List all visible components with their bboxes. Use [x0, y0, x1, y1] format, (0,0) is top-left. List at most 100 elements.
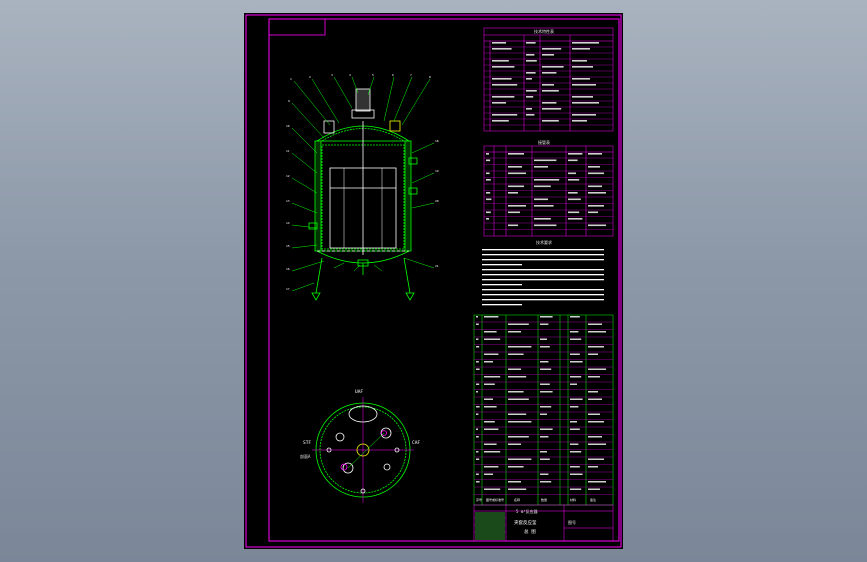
table-cell-scribble [486, 192, 491, 194]
specs-table-fill [492, 42, 599, 122]
table-cell-scribble [486, 179, 491, 181]
table-cell-scribble [508, 192, 518, 194]
view-label-uaf: UAF [355, 389, 363, 395]
svg-text:18: 18 [435, 139, 439, 143]
table-cell-scribble [476, 428, 478, 430]
table-cell-scribble [540, 361, 549, 363]
table-cell-scribble [588, 436, 602, 438]
table-cell-scribble [492, 84, 518, 86]
svg-text:8: 8 [429, 75, 431, 79]
table-cell-scribble [568, 198, 581, 201]
table-cell-scribble [476, 458, 480, 460]
table-cell-scribble [508, 398, 529, 400]
parts-header-no: 序号 [476, 497, 482, 502]
view-label-stf: STF [303, 440, 311, 446]
note-line [482, 259, 604, 261]
table-cell-scribble [572, 114, 596, 116]
outer-frame [245, 14, 622, 548]
svg-text:11: 11 [286, 149, 290, 153]
table-cell-scribble [542, 66, 564, 68]
svg-text:20: 20 [435, 199, 439, 203]
table-cell-scribble [588, 398, 602, 400]
table-cell-scribble [486, 172, 490, 175]
table-cell-scribble [492, 78, 512, 80]
note-line [482, 264, 522, 266]
table-cell-scribble [588, 153, 602, 155]
table-cell-scribble [570, 361, 583, 363]
table-cell-scribble [572, 60, 587, 62]
table-cell-scribble [588, 224, 606, 227]
table-cell-scribble [508, 205, 526, 207]
table-cell-scribble [588, 166, 600, 168]
table-cell-scribble [540, 473, 549, 475]
table-cell-scribble [476, 316, 478, 318]
table-cell-scribble [588, 443, 606, 445]
table-cell-scribble [588, 205, 604, 207]
table-cell-scribble [486, 153, 489, 155]
svg-text:13: 13 [286, 199, 290, 203]
specs-table-rows [484, 46, 613, 126]
table-cell-scribble [526, 42, 536, 44]
table-cell-scribble [492, 96, 515, 98]
table-cell-scribble [526, 72, 536, 74]
table-cell-scribble [540, 481, 552, 483]
table-cell-scribble [476, 368, 480, 370]
table-cell-scribble [492, 66, 515, 68]
table-cell-scribble [508, 466, 524, 468]
table-cell-scribble [484, 443, 497, 445]
table-cell-scribble [572, 102, 599, 104]
table-cell-scribble [476, 323, 479, 325]
table-cell-scribble [508, 185, 524, 188]
corner-stamp [268, 18, 326, 36]
title-line3: 总 图 [524, 528, 536, 535]
table-cell-scribble [508, 376, 527, 378]
table-cell-scribble [526, 90, 537, 92]
table-cell-scribble [508, 421, 532, 423]
note-line [482, 294, 604, 296]
table-cell-scribble [484, 376, 501, 378]
svg-text:9: 9 [288, 99, 290, 103]
svg-text:1: 1 [290, 77, 292, 81]
table-cell-scribble [588, 376, 600, 378]
table-cell-scribble [540, 406, 552, 408]
table-cell-scribble [492, 48, 512, 50]
note-line [482, 254, 604, 256]
svg-text:16: 16 [286, 267, 290, 271]
table-cell-scribble [486, 159, 491, 162]
table-cell-scribble [542, 120, 559, 122]
table-cell-scribble [484, 331, 497, 333]
table-cell-scribble [588, 391, 598, 393]
table-cell-scribble [486, 218, 489, 220]
table-cell-scribble [534, 198, 548, 201]
table-cell-scribble [540, 316, 553, 318]
table-cell-scribble [588, 346, 604, 348]
table-cell-scribble [534, 185, 551, 188]
table-cell-scribble [508, 153, 524, 155]
table-cell-scribble [588, 323, 602, 325]
table-cell-scribble [508, 346, 532, 348]
table-cell-scribble [542, 48, 562, 50]
parts-header-note: 备注 [590, 497, 596, 502]
parts-header-name: 名称 [514, 497, 520, 502]
view-label-section: 剖面A [300, 453, 311, 459]
table-cell-scribble [492, 102, 506, 104]
table-cell-scribble [588, 353, 598, 355]
table-cell-scribble [540, 413, 547, 415]
table-cell-scribble [508, 391, 524, 393]
svg-text:19: 19 [435, 169, 439, 173]
table-cell-scribble [570, 398, 583, 400]
table-cell-scribble [508, 458, 532, 460]
notes-title: 技术要求 [536, 239, 552, 245]
table-cell-scribble [588, 192, 606, 194]
table-cell-scribble [476, 391, 478, 393]
table-cell-scribble [540, 391, 553, 393]
table-cell-scribble [542, 84, 554, 86]
parts-list [473, 314, 614, 506]
table-cell-scribble [534, 159, 557, 162]
table-cell-scribble [534, 205, 554, 207]
table-cell-scribble [484, 398, 493, 400]
vessel-elevation [308, 88, 418, 301]
table-cell-scribble [484, 383, 495, 385]
